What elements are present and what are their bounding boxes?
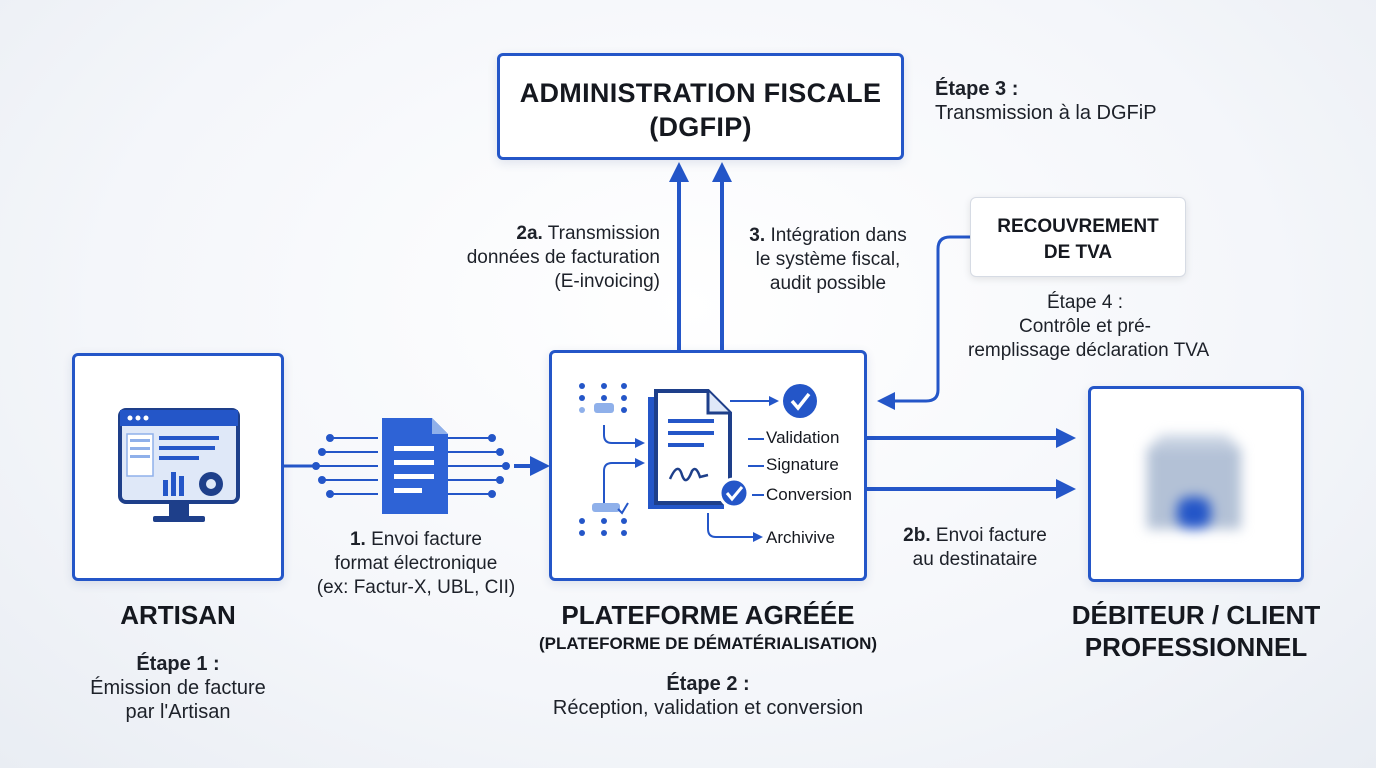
platform-item-archive: Archivive xyxy=(766,528,835,547)
artisan-step-title: Étape 1 : xyxy=(136,653,220,675)
arrow2a-line3: (E-invoicing) xyxy=(554,271,660,292)
artisan-desc2: par l'Artisan xyxy=(125,701,231,723)
recouvrement-line1: RECOUVREMENT xyxy=(997,216,1159,237)
dots-top xyxy=(579,383,627,413)
arrow1-line1: Envoi facture xyxy=(371,529,483,550)
circuit-left xyxy=(312,434,378,498)
arrow3-line1: Intégration dans xyxy=(770,225,907,246)
arrow3-line3: audit possible xyxy=(769,273,887,294)
step4-desc1: Contrôle et pré- xyxy=(1018,316,1151,337)
checkmark-icon xyxy=(783,384,817,418)
arrow1-line3: (ex: Factur-X, UBL, CII) xyxy=(316,577,516,598)
step4-title: Étape 4 : xyxy=(1046,292,1124,313)
arrow2a-label: 2a. Transmission données de facturation … xyxy=(420,222,660,294)
arrow2b-label: 2b. Envoi facture au destinataire xyxy=(880,524,1070,572)
step3-label: Étape 3 : Transmission à la DGFiP xyxy=(935,77,1157,125)
building-icon xyxy=(1147,435,1241,529)
platform-desc: Réception, validation et conversion xyxy=(552,697,864,719)
arrow2b-line2: au destinataire xyxy=(912,549,1038,570)
arrow2b-line1: Envoi facture xyxy=(935,525,1047,546)
platform-subtitle: (PLATEFORME DE DÉMATÉRIALISATION) xyxy=(538,634,878,653)
monitor-dashboard-icon xyxy=(118,408,240,522)
client-line1: DÉBITEUR / CLIENT xyxy=(1071,600,1321,630)
signed-document-icon xyxy=(648,389,750,509)
platform-item-conversion: Conversion xyxy=(766,485,852,504)
admin-title-line2: (DGFIP) xyxy=(649,112,752,142)
platform-name: PLATEFORME AGRÉÉE xyxy=(561,600,855,630)
arrow3-line2: le système fiscal, xyxy=(755,249,901,270)
arrow3-label: 3. Intégration dans le système fiscal, a… xyxy=(730,224,926,296)
admin-title-line1: ADMINISTRATION FISCALE xyxy=(519,78,882,108)
step3-title: Étape 3 : xyxy=(935,78,1019,100)
admin-fiscale-box: ADMINISTRATION FISCALE (DGFIP) xyxy=(497,53,904,160)
artisan-desc1: Émission de facture xyxy=(90,677,266,699)
arrow1-line2: format électronique xyxy=(334,553,498,574)
platform-step-title: Étape 2 : xyxy=(666,673,750,695)
artisan-box xyxy=(72,353,284,581)
client-box xyxy=(1088,386,1304,582)
client-line2: PROFESSIONNEL xyxy=(1084,632,1308,662)
platform-item-validation: Validation xyxy=(766,428,840,447)
step4-desc2: remplissage déclaration TVA xyxy=(968,340,1210,361)
arrow-recouvrement xyxy=(877,235,970,410)
step3-desc: Transmission à la DGFiP xyxy=(935,102,1157,124)
document-icon xyxy=(382,418,448,514)
artisan-name: ARTISAN xyxy=(120,600,236,630)
platform-item-signature: Signature xyxy=(766,455,839,474)
arrow2a-line2: données de facturation xyxy=(466,247,660,268)
plateforme-box: Validation Signature Conversion Archiviv… xyxy=(549,350,867,581)
circuit-right xyxy=(448,434,510,498)
dots-bottom xyxy=(579,502,629,536)
recouvrement-line2: DE TVA xyxy=(1043,242,1113,263)
recouvrement-tva-box: RECOUVREMENT DE TVA xyxy=(970,197,1186,277)
arrow3-num: 3. xyxy=(749,225,766,246)
arrow2a-line1: Transmission xyxy=(547,223,660,244)
arrow1-label: 1. Envoi facture format électronique (ex… xyxy=(300,528,532,600)
arrow2b-num: 2b. xyxy=(903,525,931,546)
arrow1-num: 1. xyxy=(349,529,366,550)
platform-illustration xyxy=(579,383,817,542)
arrow2a-num: 2a. xyxy=(516,223,543,244)
